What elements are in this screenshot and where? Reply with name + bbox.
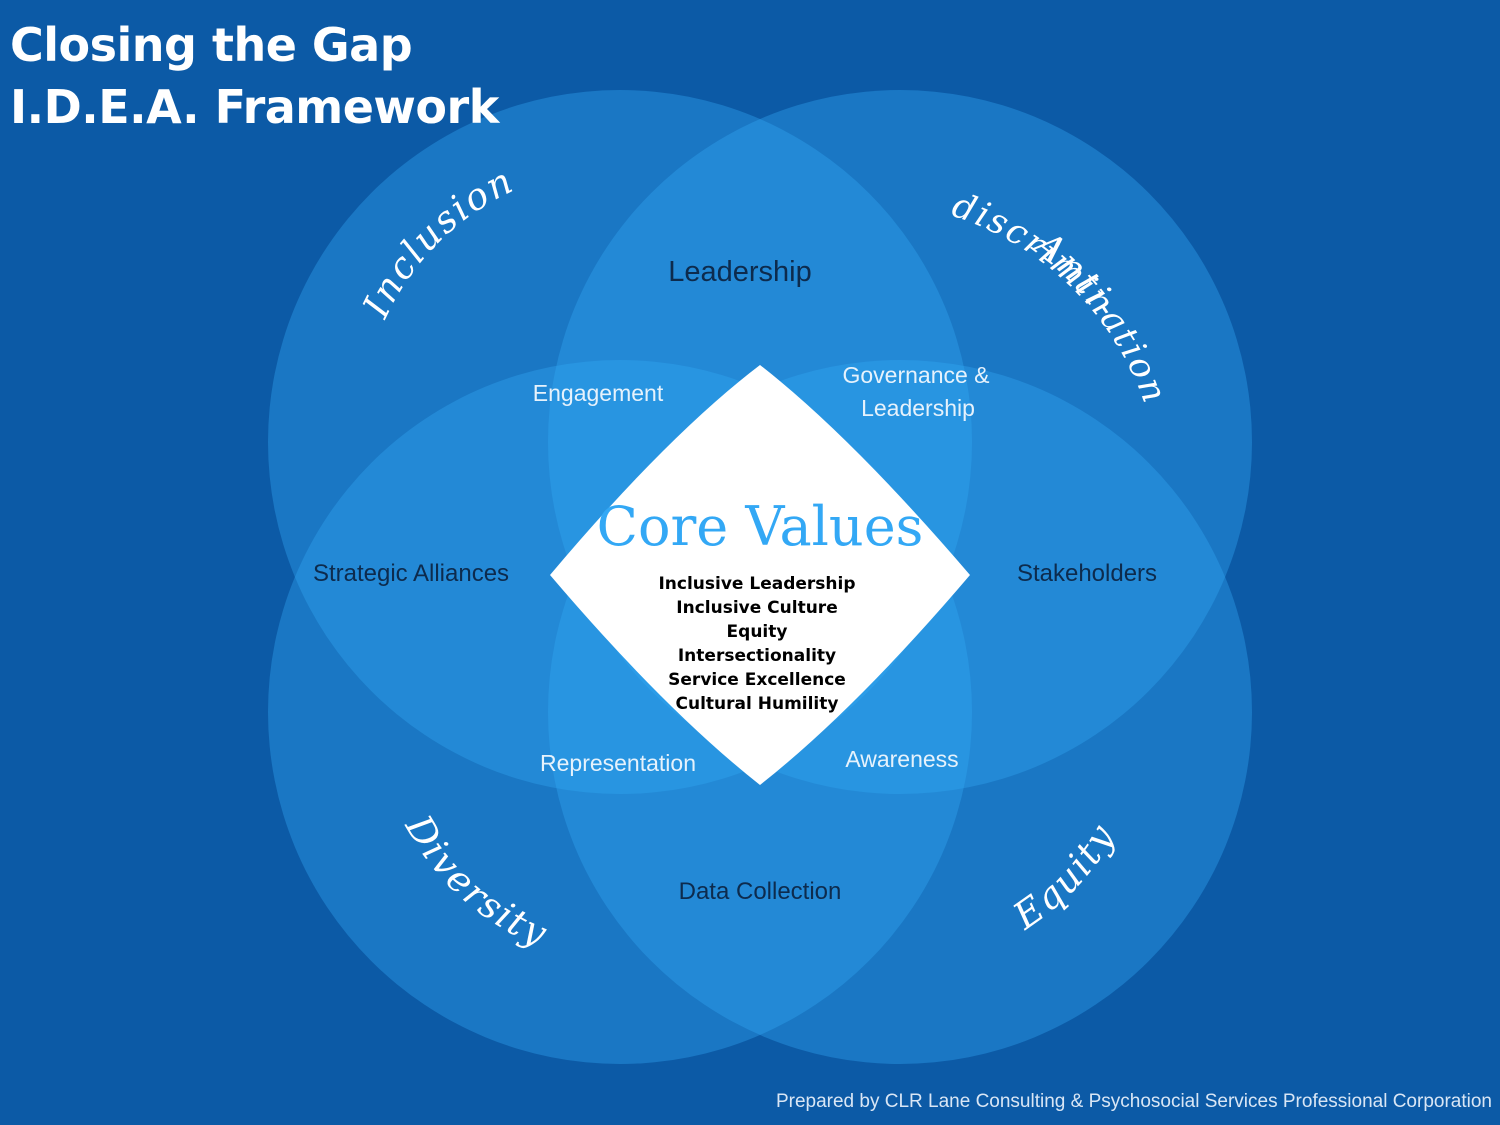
core-values-shape bbox=[550, 365, 970, 785]
label-governance-line1: Governance & bbox=[842, 362, 989, 388]
core-values-list: Inclusive Leadership Inclusive Culture E… bbox=[658, 574, 855, 714]
title-line2: I.D.E.A. Framework bbox=[10, 80, 499, 134]
core-value-item: Inclusive Leadership bbox=[658, 574, 855, 594]
core-value-item: Inclusive Culture bbox=[676, 598, 837, 618]
core-value-item: Service Excellence bbox=[668, 670, 846, 690]
title-line1: Closing the Gap bbox=[10, 18, 413, 72]
label-strategic-alliances: Strategic Alliances bbox=[313, 560, 509, 587]
label-awareness: Awareness bbox=[845, 746, 958, 772]
core-value-item: Cultural Humility bbox=[676, 694, 839, 714]
label-representation: Representation bbox=[540, 750, 696, 776]
label-data-collection: Data Collection bbox=[679, 878, 842, 905]
footer-credit: Prepared by CLR Lane Consulting & Psycho… bbox=[775, 1091, 1492, 1112]
core-value-item: Intersectionality bbox=[678, 646, 836, 666]
label-leadership: Leadership bbox=[668, 256, 812, 288]
label-governance-line2: Leadership bbox=[861, 395, 975, 421]
core-values-title: Core Values bbox=[597, 495, 924, 558]
label-engagement: Engagement bbox=[533, 380, 664, 406]
core-value-item: Equity bbox=[727, 622, 788, 642]
label-stakeholders: Stakeholders bbox=[1017, 560, 1157, 587]
